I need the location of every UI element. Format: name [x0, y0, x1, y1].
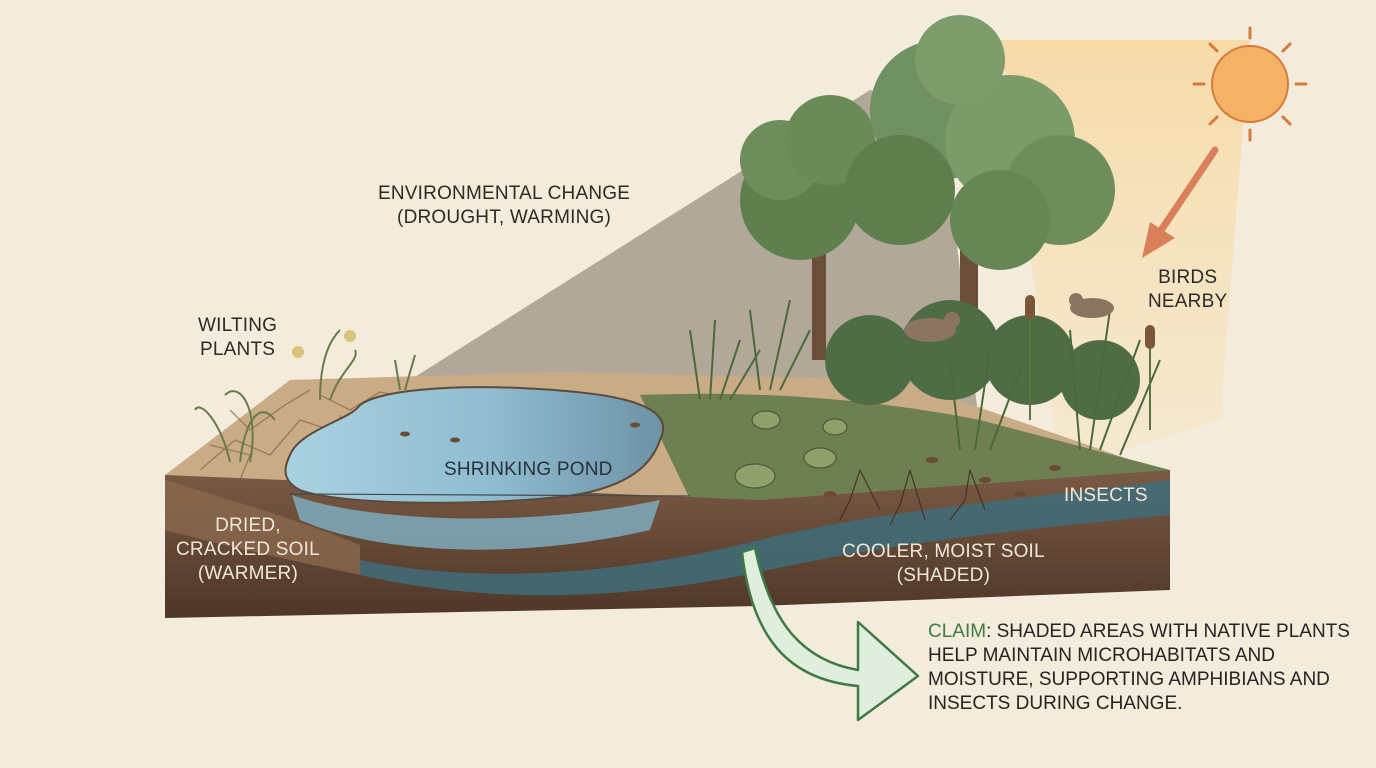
pond-depth — [292, 495, 660, 550]
environmental-change-line2: (DROUGHT, WARMING) — [397, 207, 612, 228]
bird-icon — [904, 293, 1114, 342]
cool-soil-line2: (SHADED) — [896, 565, 991, 586]
dried-soil-line2: CRACKED SOIL — [176, 539, 320, 560]
wilting-plants-icon — [194, 329, 416, 463]
pond-waterline — [289, 493, 691, 497]
dry-soil-band — [165, 480, 360, 575]
cool-soil-label: COOLER, MOIST SOIL (SHADED) — [842, 540, 1045, 588]
claim-keyword: CLAIM — [928, 621, 987, 642]
wilting-plants-label: WILTING PLANTS — [198, 314, 277, 362]
grass-clumps — [689, 299, 1161, 456]
pond-water — [284, 386, 664, 504]
dried-soil-line1: DRIED, — [215, 515, 281, 536]
cool-soil-line1: COOLER, MOIST SOIL — [842, 541, 1045, 562]
wilting-plants-line2: PLANTS — [200, 339, 276, 360]
birds-nearby-line1: BIRDS — [1158, 267, 1218, 288]
frog-icon — [734, 410, 848, 489]
claim-text: : SHADED AREAS WITH NATIVE PLANTS HELP M… — [928, 621, 1350, 714]
insect-icon — [400, 422, 1061, 497]
moisture-band — [360, 480, 1170, 596]
roots — [839, 469, 986, 526]
shrinking-pond-label: SHRINKING POND — [444, 459, 613, 480]
insects-label: INSECTS — [1064, 485, 1148, 506]
claim-statement: CLAIM: SHADED AREAS WITH NATIVE PLANTS H… — [928, 620, 1368, 716]
sun-icon — [1192, 26, 1308, 142]
claim-arrow-icon — [740, 546, 920, 722]
heat-arrow-icon — [1142, 146, 1219, 258]
cattails — [1025, 295, 1155, 430]
birds-nearby-line2: NEARBY — [1148, 291, 1228, 312]
environmental-change-label: ENVIRONMENTAL CHANGE (DROUGHT, WARMING) — [378, 182, 630, 230]
dried-soil-line3: (WARMER) — [197, 563, 298, 584]
environmental-change-line1: ENVIRONMENTAL CHANGE — [378, 183, 631, 204]
wilting-plants-line1: WILTING — [198, 315, 278, 336]
tree-icon — [740, 15, 1115, 380]
birds-nearby-label: BIRDS NEARBY — [1148, 266, 1227, 314]
drooping-flowers — [292, 330, 356, 358]
dried-soil-label: DRIED, CRACKED SOIL (WARMER) — [176, 514, 320, 586]
